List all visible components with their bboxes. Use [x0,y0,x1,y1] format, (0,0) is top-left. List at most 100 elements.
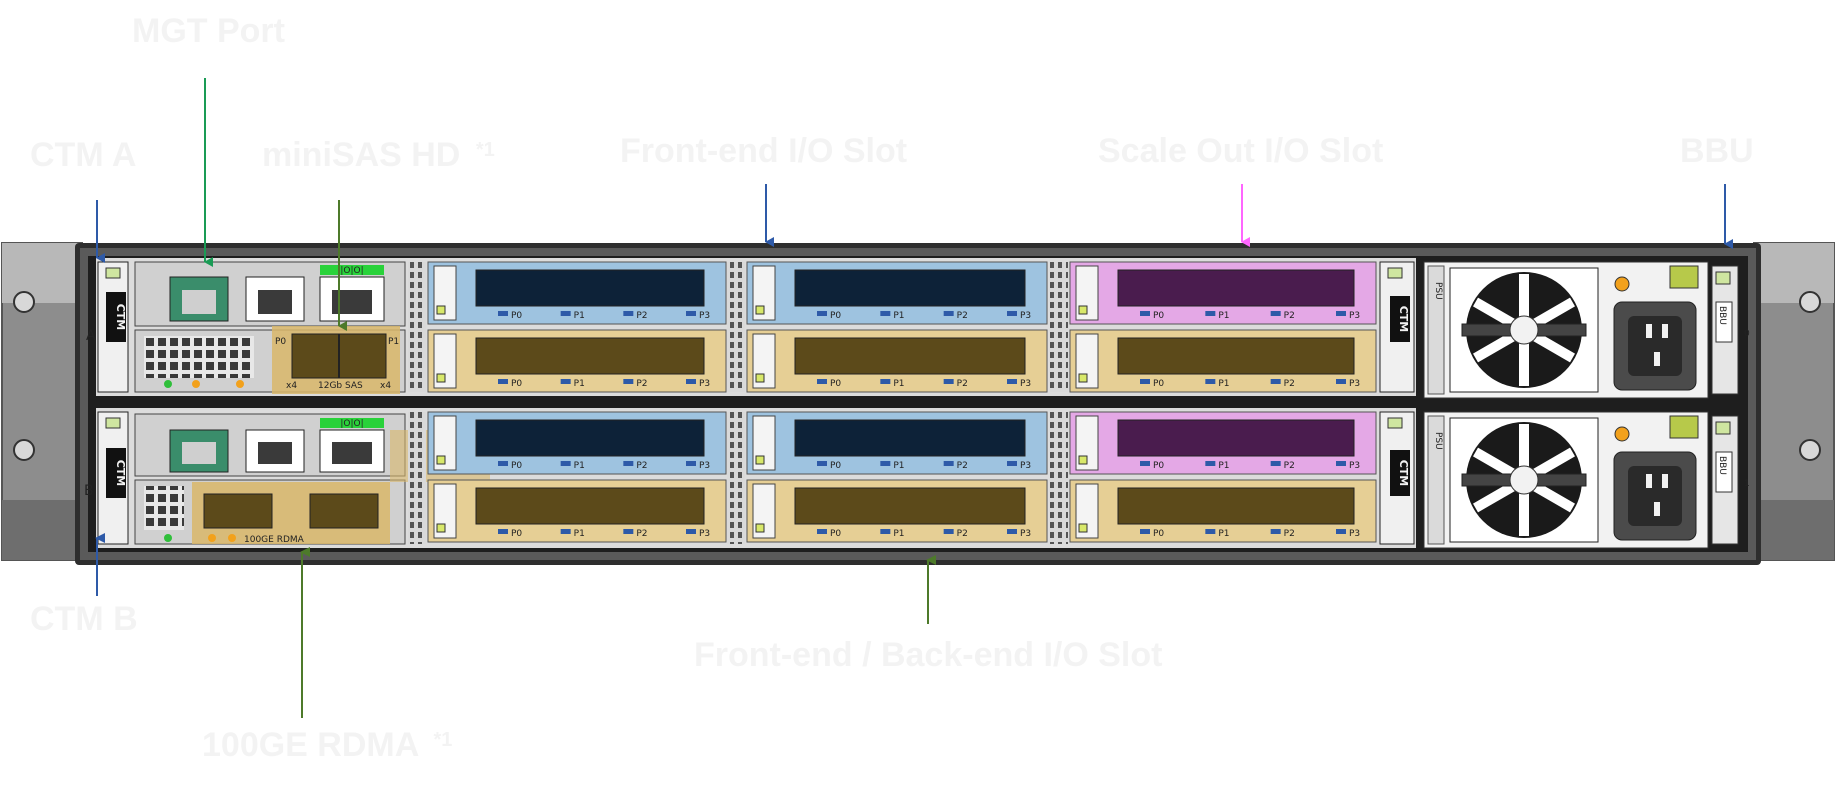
port-led [880,311,891,316]
bbu-index: 1 [1744,479,1750,489]
card-port-label: P1 [574,461,585,471]
port-led [623,529,634,534]
port-led [1336,461,1346,466]
port-led [1205,529,1216,534]
x4-a-right: x4 [380,381,391,391]
label-rdma-note: *1 [433,729,452,751]
card-port-label: P1 [893,461,904,471]
port-led [686,311,696,316]
port-led [1140,379,1150,384]
card-port-label: P3 [1020,311,1031,321]
card-connector [475,269,705,307]
label-ctm-b: CTM B [30,600,138,638]
card-connector [794,269,1026,307]
card-port-label: P2 [1284,461,1295,471]
rdma-tag: 100GE RDMA [244,535,305,545]
card-port-label: P1 [1218,529,1229,539]
ctm-a-handle-label: CTM [114,304,127,331]
latch [1669,415,1699,439]
card-connector [475,337,705,375]
port-led [686,461,696,466]
port-led [623,461,634,466]
label-minisas-note: *1 [476,139,495,161]
port-led [1336,311,1346,316]
port-led [817,461,827,466]
label-ctm-a: CTM A [30,136,136,174]
callout-arrows [95,78,1733,718]
card-port-label: P3 [1349,311,1360,321]
port-led [943,461,954,466]
card-port-label: P0 [1153,311,1164,321]
ctm-a-right-label: CTM [1397,306,1410,333]
card-port-label: P3 [1020,379,1031,389]
card-port-label: P3 [1020,461,1031,471]
label-minisas-text: miniSAS HD [262,136,460,174]
port-led [560,379,571,384]
port-led [880,529,891,534]
port-led [560,529,571,534]
port-led [498,311,508,316]
card-connector [1117,337,1355,375]
card-port-label: P0 [1153,529,1164,539]
card-port-label: P3 [699,461,710,471]
card-port-label: P3 [1349,461,1360,471]
port-led [1270,379,1281,384]
card-connector [475,419,705,457]
port-led [1007,311,1017,316]
port-led [880,379,891,384]
bbu-index: 0 [1744,329,1750,339]
card-connector [475,487,705,525]
port-led [817,529,827,534]
port-led [1270,529,1281,534]
card-port-label: P1 [893,529,904,539]
psu-tag: PSU [1433,432,1443,450]
port-led [1007,529,1017,534]
card-port-label: P1 [1218,379,1229,389]
port-p0-a: P0 [275,337,286,347]
port-led [880,461,891,466]
card-port-label: P2 [636,379,647,389]
port-led [1140,529,1150,534]
psu-tag: PSU [1433,282,1443,300]
port-led [943,311,954,316]
port-led [1205,461,1216,466]
x4-a-left: x4 [286,381,297,391]
port-led [817,311,827,316]
card-connector [1117,487,1355,525]
ctm-b-letter: B [84,483,94,499]
card-port-label: P1 [1218,311,1229,321]
card-port-label: P2 [957,529,968,539]
card-port-label: P0 [830,461,841,471]
port-led [1336,529,1346,534]
card-port-label: P3 [699,529,710,539]
card-port-label: P0 [1153,461,1164,471]
port-led [498,529,508,534]
port-led [1270,461,1281,466]
label-bbu: BBU [1680,132,1754,170]
card-port-label: P0 [511,379,522,389]
card-connector [1117,419,1355,457]
card-port-label: P0 [830,379,841,389]
port-led [1336,379,1346,384]
latch [1669,265,1699,289]
label-mgt-port: MGT Port [132,12,285,50]
port-led [943,529,954,534]
card-port-label: P1 [574,529,585,539]
port-led [1270,311,1281,316]
port-led [560,461,571,466]
port-led [560,311,571,316]
port-led [498,379,508,384]
status-led [1614,426,1630,442]
port-led [686,379,696,384]
status-led [1614,276,1630,292]
bbu-tag: BBU [1717,456,1727,475]
port-led [1007,379,1017,384]
card-port-label: P1 [893,311,904,321]
ctm-a-letter: A [86,328,96,344]
